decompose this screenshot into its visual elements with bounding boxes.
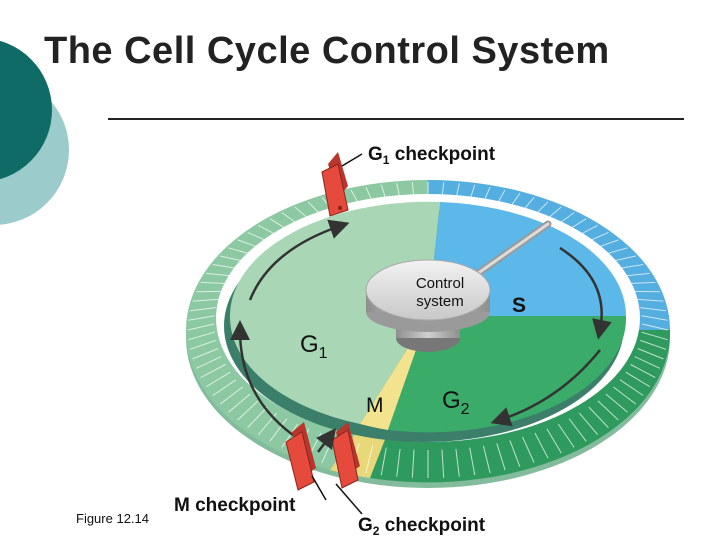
ring-tick	[625, 371, 650, 388]
ring-tick	[281, 423, 299, 448]
ring-tick	[522, 436, 535, 463]
teal-dark-circle	[0, 40, 52, 180]
ring-tick	[219, 386, 244, 405]
ring-tick	[192, 298, 219, 302]
ring-tick	[557, 423, 575, 448]
g1-checkpoint-label: G1 checkpoint	[368, 144, 496, 167]
ring-tick	[195, 356, 222, 369]
ring-tick	[188, 315, 215, 321]
phase-g1-label: G1	[300, 331, 328, 362]
ring-tick	[455, 448, 460, 477]
ring-tick	[641, 315, 668, 321]
ring-tick	[588, 406, 609, 428]
ring-tick	[588, 231, 609, 242]
ring-tick	[605, 393, 628, 413]
ring-tick	[640, 339, 667, 350]
control-system-label-line2: system	[416, 293, 464, 310]
control-system-label-line1: Control	[416, 275, 464, 292]
m-checkpoint-label: M checkpoint	[174, 495, 296, 516]
ring-tick	[578, 412, 599, 436]
ring-tick	[380, 447, 387, 476]
phase-g2-label: G2	[442, 387, 470, 418]
ring-tick	[237, 400, 259, 421]
ring-tick	[200, 364, 226, 379]
ring-tick	[612, 386, 637, 405]
m-checkpoint-leader	[311, 475, 327, 501]
ring-tick	[625, 272, 650, 277]
ring-tick	[206, 371, 231, 388]
ring-tick	[619, 264, 644, 269]
ring-tick	[482, 445, 491, 474]
figure-caption: Figure 12.14	[76, 511, 149, 526]
ring-tick	[597, 400, 619, 421]
ring-tick	[637, 298, 664, 302]
ring-tick	[247, 406, 268, 428]
ring-tick	[188, 331, 215, 341]
ring-tick	[634, 356, 661, 369]
g2-checkpoint-label: G2 checkpoint	[358, 515, 486, 538]
g1-checkpoint-gate	[321, 152, 349, 217]
ring-tick	[534, 432, 549, 459]
ring-tick	[365, 445, 374, 474]
ring-tick	[605, 247, 628, 255]
ring-tick	[237, 239, 259, 248]
ring-tick	[640, 307, 666, 312]
ring-tick	[220, 255, 243, 262]
ring-tick	[189, 339, 216, 350]
arrow-s-to-g2	[559, 246, 612, 340]
ring-tick	[509, 440, 521, 467]
ring-tick	[411, 449, 415, 478]
ring-tick	[269, 418, 288, 442]
ring-tick	[212, 379, 237, 396]
ring-tick	[568, 418, 587, 442]
phase-m-label: M	[366, 394, 384, 417]
ring-tick	[619, 379, 644, 396]
ring-tick	[206, 272, 231, 277]
arrow-g2-to-m	[490, 349, 601, 427]
arrow-g1-to-s	[248, 219, 350, 301]
ring-tick	[441, 449, 445, 478]
ring-tick	[630, 281, 656, 284]
ring-tick	[641, 323, 669, 331]
ring-tick	[212, 264, 237, 269]
ring-tick	[187, 323, 215, 331]
ring-tick	[247, 231, 268, 242]
ring-tick	[396, 448, 401, 477]
ring-tick	[546, 428, 562, 454]
ring-tick	[469, 447, 476, 476]
ring-tick	[641, 331, 668, 341]
arrow-m-to-g1	[230, 320, 301, 442]
ring-tick	[228, 393, 251, 413]
slide-title: The Cell Cycle Control System	[44, 30, 610, 72]
phase-s-label: S	[512, 294, 526, 317]
ring-tick	[630, 364, 656, 379]
ring-tick	[192, 348, 219, 360]
ring-tick	[613, 255, 636, 262]
ring-tick	[200, 281, 226, 284]
control-system-hub	[365, 259, 491, 352]
m-checkpoint-gate-left	[285, 422, 316, 491]
slide-decoration	[0, 40, 69, 225]
ring-tick	[190, 307, 216, 312]
title-underline	[108, 118, 684, 120]
m-checkpoint-gate-right	[331, 422, 360, 489]
ring-tick	[228, 247, 251, 255]
g1-checkpoint-leader	[341, 153, 363, 167]
g2-checkpoint-leader	[335, 483, 363, 515]
ring-tick	[597, 239, 619, 248]
ring-tick	[637, 348, 664, 360]
ring-tick	[496, 443, 506, 471]
arrow-m-gate	[316, 428, 336, 453]
